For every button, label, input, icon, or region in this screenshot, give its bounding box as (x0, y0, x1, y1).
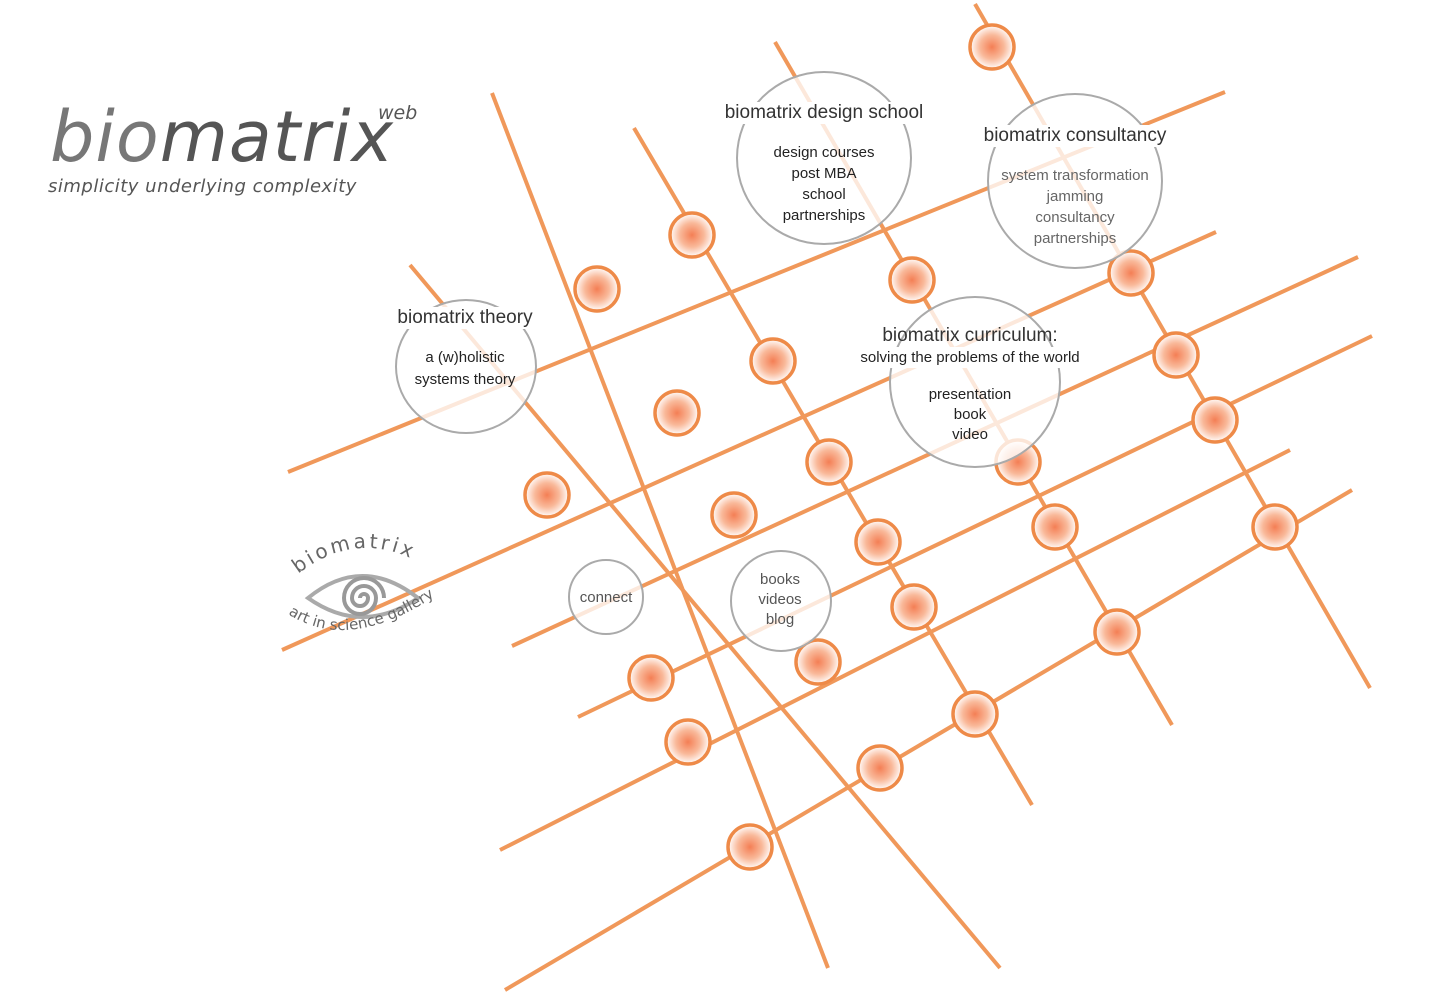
consultancy-menu: system transformation jamming consultanc… (1001, 165, 1149, 249)
gallery-caption: art in science gallery (286, 584, 437, 634)
consultancy-title[interactable]: biomatrix consultancy (980, 125, 1170, 147)
media-hub[interactable] (730, 550, 832, 652)
curriculum-title[interactable]: biomatrix curriculum: (882, 325, 1058, 346)
consultancy-hub[interactable] (987, 93, 1163, 269)
spiral-icon (341, 576, 386, 616)
grid-line (490, 92, 830, 969)
media-item-books[interactable]: books (759, 571, 801, 588)
consultancy-item-consultancy[interactable]: consultancy (1035, 209, 1115, 226)
consultancy-item-partnerships[interactable]: partnerships (1033, 230, 1117, 247)
theory-menu: a (w)holistic systems theory (415, 347, 516, 391)
grid-node (573, 265, 621, 313)
design-school-item-partnerships[interactable]: partnerships (782, 207, 866, 224)
grid-node (726, 823, 774, 871)
grid-node (1251, 503, 1299, 551)
grid-node (888, 256, 936, 304)
gallery-name: biomatrix (287, 532, 420, 578)
design-school-hub[interactable] (736, 71, 912, 245)
grid-node (1107, 249, 1155, 297)
grid-node (794, 638, 842, 686)
site-logo[interactable]: biomatrix web simplicity underlying comp… (48, 92, 468, 202)
grid-node (856, 744, 904, 792)
logo-tagline: simplicity underlying complexity (48, 176, 357, 197)
theory-title[interactable]: biomatrix theory (394, 307, 536, 329)
grid-node (1191, 396, 1239, 444)
grid-node (664, 718, 712, 766)
grid-line (499, 448, 1291, 852)
gallery-logo[interactable]: biomatrix art in science gallery (280, 529, 450, 657)
grid-node (1152, 331, 1200, 379)
gallery-logo-graphic: biomatrix art in science gallery (286, 529, 437, 634)
curriculum-item-presentation[interactable]: presentation (928, 386, 1012, 403)
grid-node (1031, 503, 1079, 551)
curriculum-menu: presentation book video (929, 385, 1012, 445)
curriculum-item-video[interactable]: video (952, 426, 988, 443)
grid-node (523, 471, 571, 519)
consultancy-item-jamming[interactable]: jamming (1046, 188, 1104, 205)
design-school-item-school[interactable]: school (802, 186, 846, 203)
design-school-title[interactable]: biomatrix design school (721, 102, 927, 124)
connect-link[interactable]: connect (579, 589, 633, 606)
design-school-item-courses[interactable]: design courses (773, 144, 875, 161)
grid-node (668, 211, 716, 259)
theory-item-holistic[interactable]: a (w)holistic (425, 349, 505, 366)
grid-node (968, 23, 1016, 71)
media-item-videos[interactable]: videos (758, 591, 802, 608)
grid-node (653, 389, 701, 437)
grid-line (503, 488, 1354, 992)
grid-node (749, 337, 797, 385)
grid-node (951, 690, 999, 738)
logo-matrix: matrix (159, 96, 394, 178)
grid-node (854, 518, 902, 566)
logo-bio: bio (50, 96, 160, 178)
eye-icon (304, 574, 422, 619)
curriculum-subtitle: solving the problems of the world (860, 347, 1080, 368)
grid-node (805, 438, 853, 486)
curriculum-item-book[interactable]: book (953, 406, 987, 423)
consultancy-item-transformation[interactable]: system transformation (1001, 167, 1149, 184)
design-school-item-mba[interactable]: post MBA (791, 165, 857, 182)
media-item-blog[interactable]: blog (765, 611, 795, 628)
grid-node (890, 583, 938, 631)
theory-item-systems[interactable]: systems theory (414, 371, 516, 388)
logo-wordmark: biomatrix (50, 92, 394, 182)
grid-line (281, 230, 1217, 652)
curriculum-hub[interactable] (889, 296, 1061, 468)
logo-web-label: web (378, 102, 418, 124)
design-school-menu: design courses post MBA school partnersh… (774, 142, 875, 226)
grid-line (577, 334, 1373, 719)
grid-node (1093, 608, 1141, 656)
grid-node (627, 654, 675, 702)
grid-node (710, 491, 758, 539)
connect-hub[interactable] (568, 559, 644, 635)
media-menu: books videos blog (758, 570, 801, 630)
